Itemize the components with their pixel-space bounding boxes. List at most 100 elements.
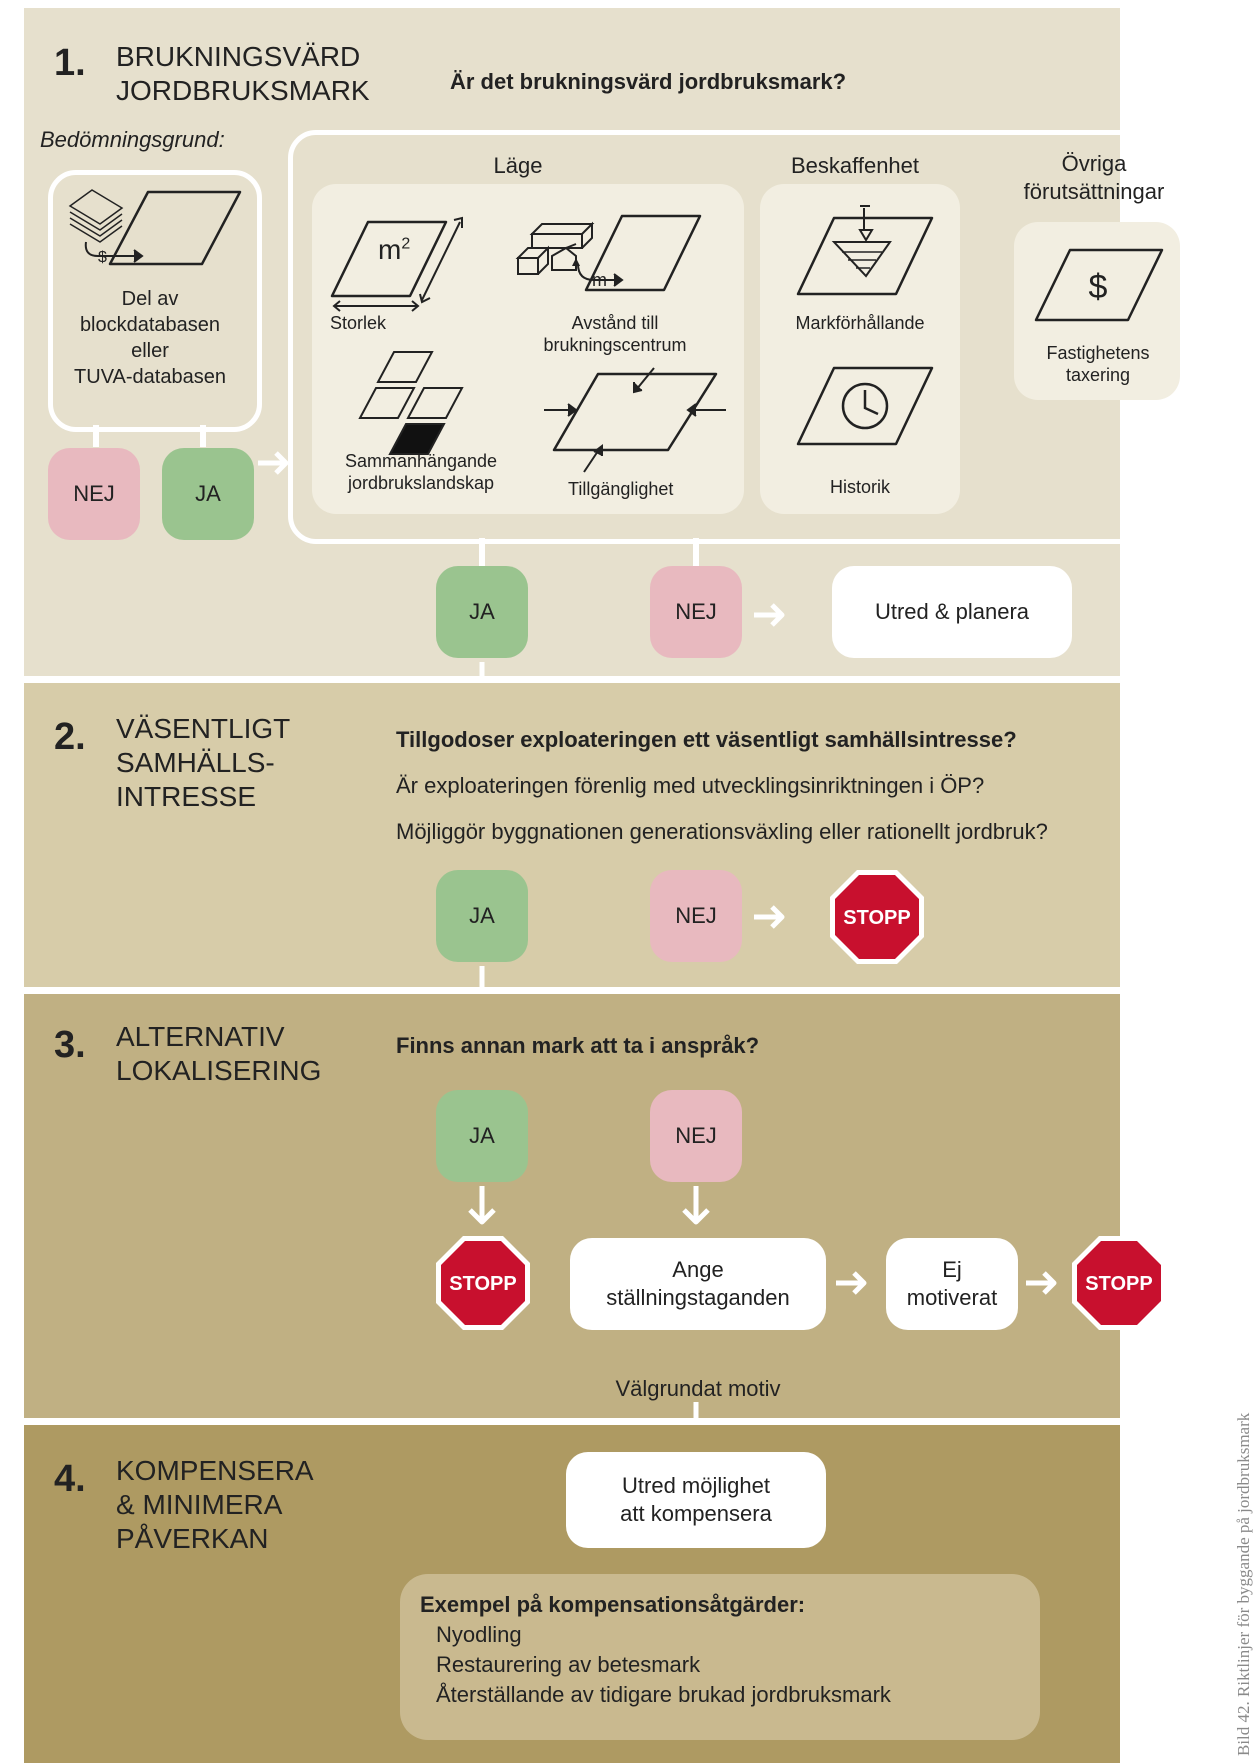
fastighet-line: taxering	[1065, 365, 1131, 385]
valgrundat-label: Välgrundat motiv	[615, 1376, 781, 1401]
utred-line: att kompensera	[620, 1501, 772, 1526]
dollar-small-text: $	[98, 249, 107, 266]
arrow-icon	[258, 451, 289, 475]
arrow-icon	[754, 603, 785, 627]
yes-pill-3: JA	[436, 1090, 528, 1182]
samman-line: jordbrukslandskap	[347, 473, 495, 493]
criteria-box	[288, 130, 1204, 544]
stop-text: STOPP	[843, 907, 910, 929]
markforhallande-label: Markförhållande	[795, 313, 925, 333]
section-title-1-line1: BRUKNINGSVÄRD	[116, 41, 361, 72]
buildings-icon: m	[515, 214, 702, 292]
yes-pill-db: JA	[162, 448, 254, 540]
size-parcel-icon	[330, 216, 463, 312]
section-samhallsintresse	[24, 683, 1120, 987]
no-pill-2: NEJ	[650, 870, 742, 962]
ovriga-line: Övriga	[1061, 151, 1127, 176]
caption-area: Bild 42. Riktlinjer för byggande på jord…	[1226, 1200, 1256, 1763]
basis-label: Bedömningsgrund:	[40, 127, 225, 152]
dollar-text: $	[1089, 268, 1108, 306]
section-alternativ-lokalisering	[24, 994, 1120, 1418]
section-title-4-line: KOMPENSERA	[116, 1455, 314, 1486]
clock-icon	[796, 366, 934, 446]
parcel-icon: $	[68, 189, 242, 266]
fastighet-label: Fastighetens taxering	[1018, 342, 1178, 386]
beskaffenhet-header: Beskaffenhet	[790, 153, 920, 178]
connector-line	[693, 538, 699, 566]
beskaffenhet-panel	[760, 184, 960, 514]
db-text-line: eller	[131, 340, 169, 362]
stop-text: STOPP	[449, 1273, 516, 1295]
utred-planera-box: Utred & planera	[832, 566, 1072, 658]
arrow-down-icon	[468, 1186, 496, 1225]
arrow-icon	[836, 1271, 867, 1295]
no-pill-db: NEJ	[48, 448, 140, 540]
ange-box: Ange ställningstaganden	[570, 1238, 826, 1330]
database-text: Del av blockdatabasen eller TUVA-databas…	[60, 286, 240, 390]
access-parcel-icon	[544, 367, 726, 473]
section-number-4: 4.	[54, 1458, 86, 1500]
connector-line	[200, 425, 206, 447]
section-title-3: ALTERNATIV LOKALISERING	[116, 1020, 321, 1088]
stop-sign-icon: STOPP	[830, 870, 924, 964]
section-title-4-line: PÅVERKAN	[116, 1523, 269, 1554]
result-yes-pill-1: JA	[436, 566, 528, 658]
db-text-line: blockdatabasen	[79, 314, 221, 336]
ange-line: ställningstaganden	[606, 1285, 790, 1310]
question-1: Är det brukningsvärd jordbruksmark?	[450, 69, 847, 94]
ovriga-line: förutsättningar	[1023, 179, 1165, 204]
no-pill-3: NEJ	[650, 1090, 742, 1182]
section-title-2-line: VÄSENTLIGT	[116, 713, 291, 744]
connector-line	[93, 425, 99, 447]
auger-icon	[796, 205, 934, 296]
samman-line: Sammanhängande	[344, 451, 498, 471]
stop-sign-icon: STOPP	[436, 1236, 530, 1330]
section-number-2: 2.	[54, 716, 86, 758]
db-text-line: Del av	[121, 288, 179, 310]
example-item: Återställande av tidigare brukad jordbru…	[436, 1682, 891, 1707]
avstand-label: Avstånd till brukningscentrum	[510, 312, 720, 356]
connected-parcels-icon	[358, 351, 464, 455]
section-title-1-line2: JORDBRUKSMARK	[116, 75, 370, 106]
m2-text: m	[378, 234, 402, 265]
stop-text: STOPP	[1085, 1273, 1152, 1295]
m-distance-text: m	[592, 270, 607, 290]
section-title-4: KOMPENSERA & MINIMERA PÅVERKAN	[116, 1454, 314, 1556]
lage-header: Läge	[493, 153, 543, 178]
sammanhangande-label: Sammanhängande jordbrukslandskap	[326, 450, 516, 494]
lage-panel	[312, 184, 744, 514]
fastighet-line: Fastighetens	[1046, 343, 1150, 363]
section-title-1: BRUKNINGSVÄRD JORDBRUKSMARK	[116, 40, 370, 108]
section-title-2-line: INTRESSE	[116, 781, 257, 812]
arrow-icon	[1026, 1271, 1057, 1295]
stop-sign-icon: STOPP	[1072, 1236, 1166, 1330]
section-title-4-line: & MINIMERA	[116, 1489, 283, 1520]
section-number-3: 3.	[54, 1024, 86, 1066]
question-3: Finns annan mark att ta i anspråk?	[396, 1033, 760, 1058]
examples-panel	[400, 1574, 1040, 1740]
avstand-line: brukningscentrum	[543, 335, 687, 355]
m2-sup: 2	[401, 235, 411, 253]
ej-line: Ej	[942, 1257, 962, 1282]
storlek-label: Storlek	[330, 313, 387, 333]
avstand-line: Avstånd till	[571, 313, 659, 333]
question-2-tertiary: Möjliggör byggnationen generationsväxlin…	[396, 819, 1048, 844]
section-title-3-line: ALTERNATIV	[116, 1021, 285, 1052]
db-text-line: TUVA-databasen	[74, 366, 226, 388]
section-title-2-line: SAMHÄLLS-	[116, 747, 275, 778]
tillganglighet-label: Tillgänglighet	[568, 479, 674, 499]
ovriga-header: Övriga förutsättningar	[1004, 150, 1184, 206]
question-2-secondary: Är exploateringen förenlig med utvecklin…	[396, 773, 985, 798]
example-item: Nyodling	[436, 1622, 522, 1647]
figure-caption: Bild 42. Riktlinjer för byggande på jord…	[1234, 1412, 1253, 1756]
ange-line: Ange	[672, 1257, 724, 1282]
result-no-pill-1: NEJ	[650, 566, 742, 658]
examples-list: Exempel på kompensationsåtgärder: Nyodli…	[420, 1590, 891, 1710]
section-number-1: 1.	[54, 42, 86, 84]
database-box	[48, 170, 262, 432]
arrow-down-icon	[682, 1186, 710, 1225]
section-title-2: VÄSENTLIGT SAMHÄLLS- INTRESSE	[116, 712, 290, 814]
dollar-icon: $	[1034, 248, 1164, 322]
